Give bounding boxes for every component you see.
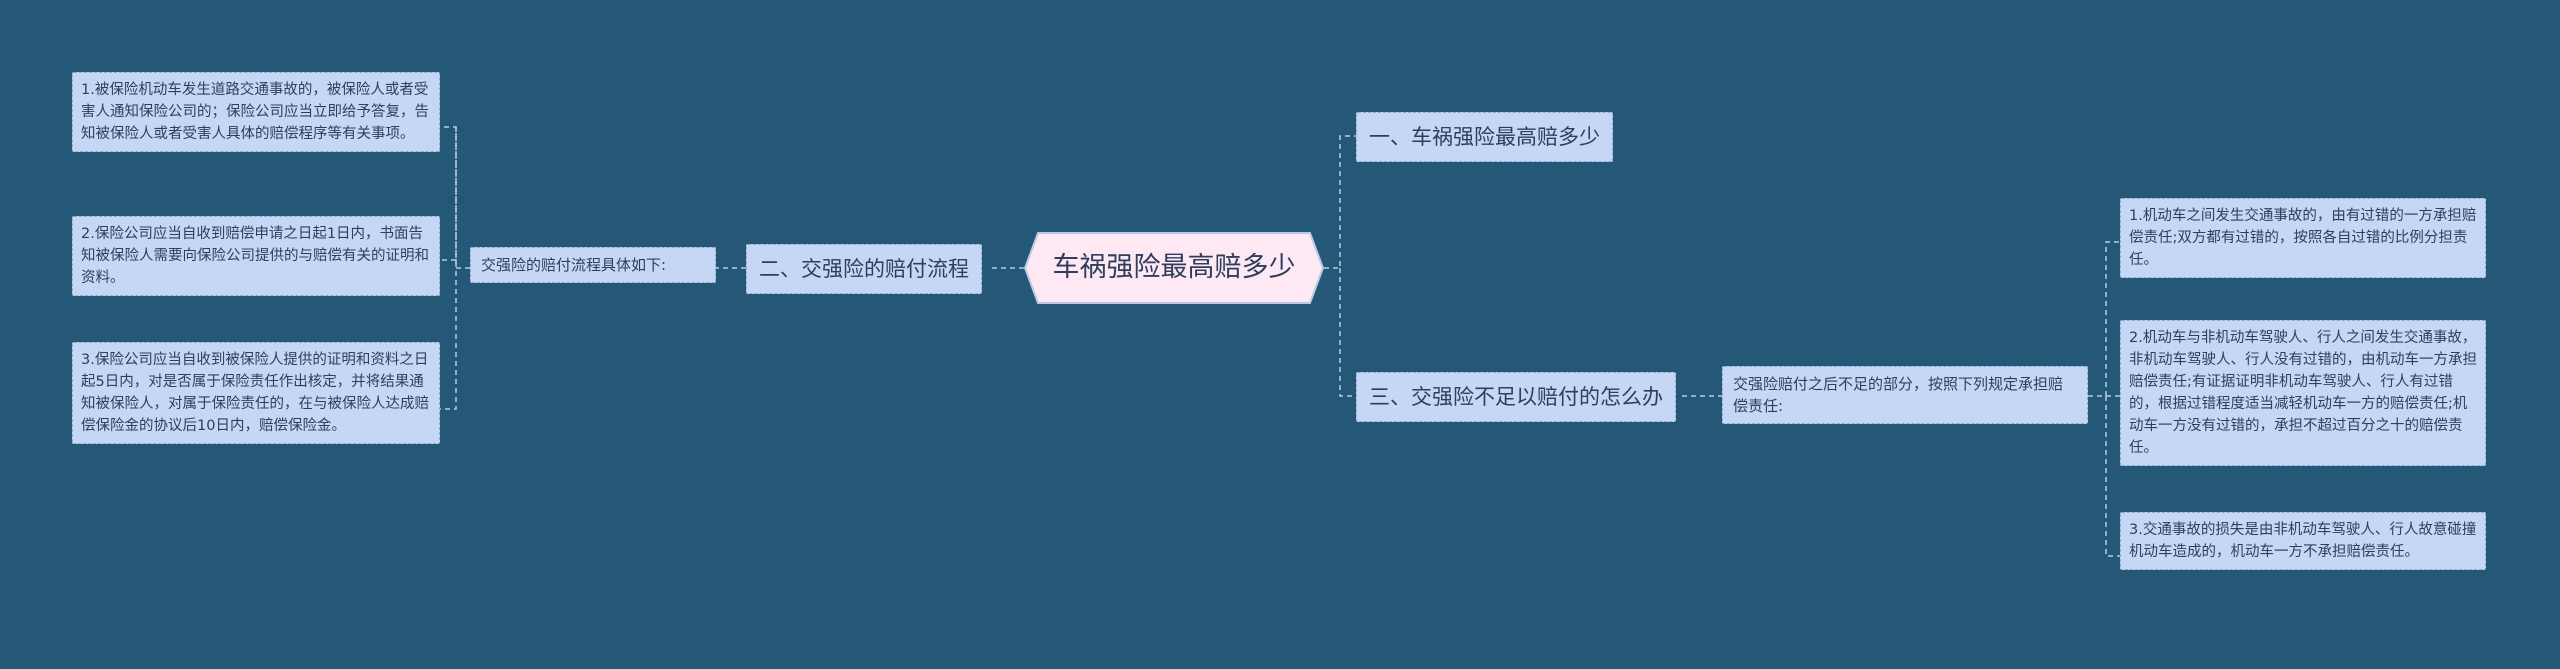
insufficient-compensation-intro-text: 交强险赔付之后不足的部分，按照下列规定承担赔偿责任: [1733, 375, 2064, 415]
liability-rule-1[interactable]: 1.机动车之间发生交通事故的，由有过错的一方承担赔偿责任;双方都有过错的，按照各… [2120, 198, 2486, 278]
process-step-2-text: 2.保险公司应当自收到赔偿申请之日起1日内，书面告知被保险人需要向保险公司提供的… [81, 226, 429, 286]
process-step-3[interactable]: 3.保险公司应当自收到被保险人提供的证明和资料之日起5日内，对是否属于保险责任作… [72, 342, 440, 444]
root-shape [1024, 232, 1324, 304]
insufficient-compensation-intro[interactable]: 交强险赔付之后不足的部分，按照下列规定承担赔偿责任: [1722, 366, 2088, 424]
liability-rule-1-text: 1.机动车之间发生交通事故的，由有过错的一方承担赔偿责任;双方都有过错的，按照各… [2129, 208, 2477, 268]
liability-rule-2[interactable]: 2.机动车与非机动车驾驶人、行人之间发生交通事故，非机动车驾驶人、行人没有过错的… [2120, 320, 2486, 466]
compensation-process-intro-text: 交强险的赔付流程具体如下: [481, 256, 667, 274]
process-step-1[interactable]: 1.被保险机动车发生道路交通事故的，被保险人或者受害人通知保险公司的；保险公司应… [72, 72, 440, 152]
branch-insufficient-compensation[interactable]: 三、交强险不足以赔付的怎么办 [1356, 372, 1676, 422]
process-step-1-text: 1.被保险机动车发生道路交通事故的，被保险人或者受害人通知保险公司的；保险公司应… [81, 82, 429, 142]
branch-insufficient-compensation-label: 三、交强险不足以赔付的怎么办 [1369, 385, 1663, 409]
liability-rule-2-text: 2.机动车与非机动车驾驶人、行人之间发生交通事故，非机动车驾驶人、行人没有过错的… [2129, 330, 2477, 456]
root-node[interactable]: 车祸强险最高赔多少 [1024, 232, 1324, 304]
liability-rule-3-text: 3.交通事故的损失是由非机动车驾驶人、行人故意碰撞机动车造成的，机动车一方不承担… [2129, 522, 2477, 560]
compensation-process-intro[interactable]: 交强险的赔付流程具体如下: [470, 247, 716, 283]
branch-compensation-process[interactable]: 二、交强险的赔付流程 [746, 244, 982, 294]
branch-compensation-process-label: 二、交强险的赔付流程 [759, 257, 969, 281]
process-step-2[interactable]: 2.保险公司应当自收到赔偿申请之日起1日内，书面告知被保险人需要向保险公司提供的… [72, 216, 440, 296]
branch-max-compensation-label: 一、车祸强险最高赔多少 [1369, 125, 1600, 149]
branch-max-compensation[interactable]: 一、车祸强险最高赔多少 [1356, 112, 1613, 162]
process-step-3-text: 3.保险公司应当自收到被保险人提供的证明和资料之日起5日内，对是否属于保险责任作… [81, 352, 429, 434]
root-label: 车祸强险最高赔多少 [1052, 252, 1296, 283]
liability-rule-3[interactable]: 3.交通事故的损失是由非机动车驾驶人、行人故意碰撞机动车造成的，机动车一方不承担… [2120, 512, 2486, 570]
